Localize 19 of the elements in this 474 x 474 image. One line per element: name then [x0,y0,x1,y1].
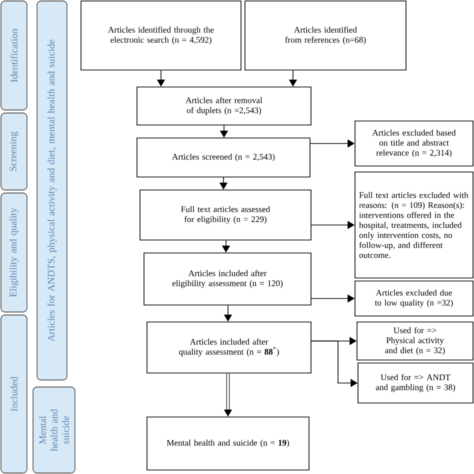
process-box: Articles screened (n = 2,543) [136,138,310,178]
stage-band: Identification [0,0,28,110]
stage-band: Included [0,314,28,474]
process-box: Articles included after quality assessment (n = 88$^{*}$) [146,322,312,374]
exclusion-box: Full text articles excluded with reasons: (n = 109) Reason(s): interventions offered in the hospital, treatments, included only intervention costs, no follow-up, and different outcome. [354,172,474,278]
exclusion-box: Used for => Physical activity and diet (n = 32) [356,322,474,360]
exclusion-box: Articles excluded based on title and abstract relevance (n = 2,314) [354,120,474,166]
process-box: Articles after removal of duplets (n =2,543) [136,86,312,126]
process-box: Articles identified through the electronic search (n = 4,592) [80,0,242,70]
stage-band: Screening [0,112,28,190]
stage-band: Eligibility and quality [0,192,28,312]
process-box: Full text articles assessed for eligibility (n = 229) [140,190,312,240]
process-box: Articles identified from references (n=68) [244,0,406,70]
exclusion-box: Used for => ANDT and gambling (n = 38) [358,362,474,404]
process-box: Articles included after eligibility assessment (n = 120) [144,252,312,306]
exclusion-box: Articles excluded due to low quality (n =32) [354,280,474,316]
process-box: Mental health and suicide (n = 19) [146,416,310,470]
stage-band: Mental health and suicide [32,386,76,474]
stage-band: Articles for ANDTS, physical activity and diet, mental health and suicide [36,0,68,380]
